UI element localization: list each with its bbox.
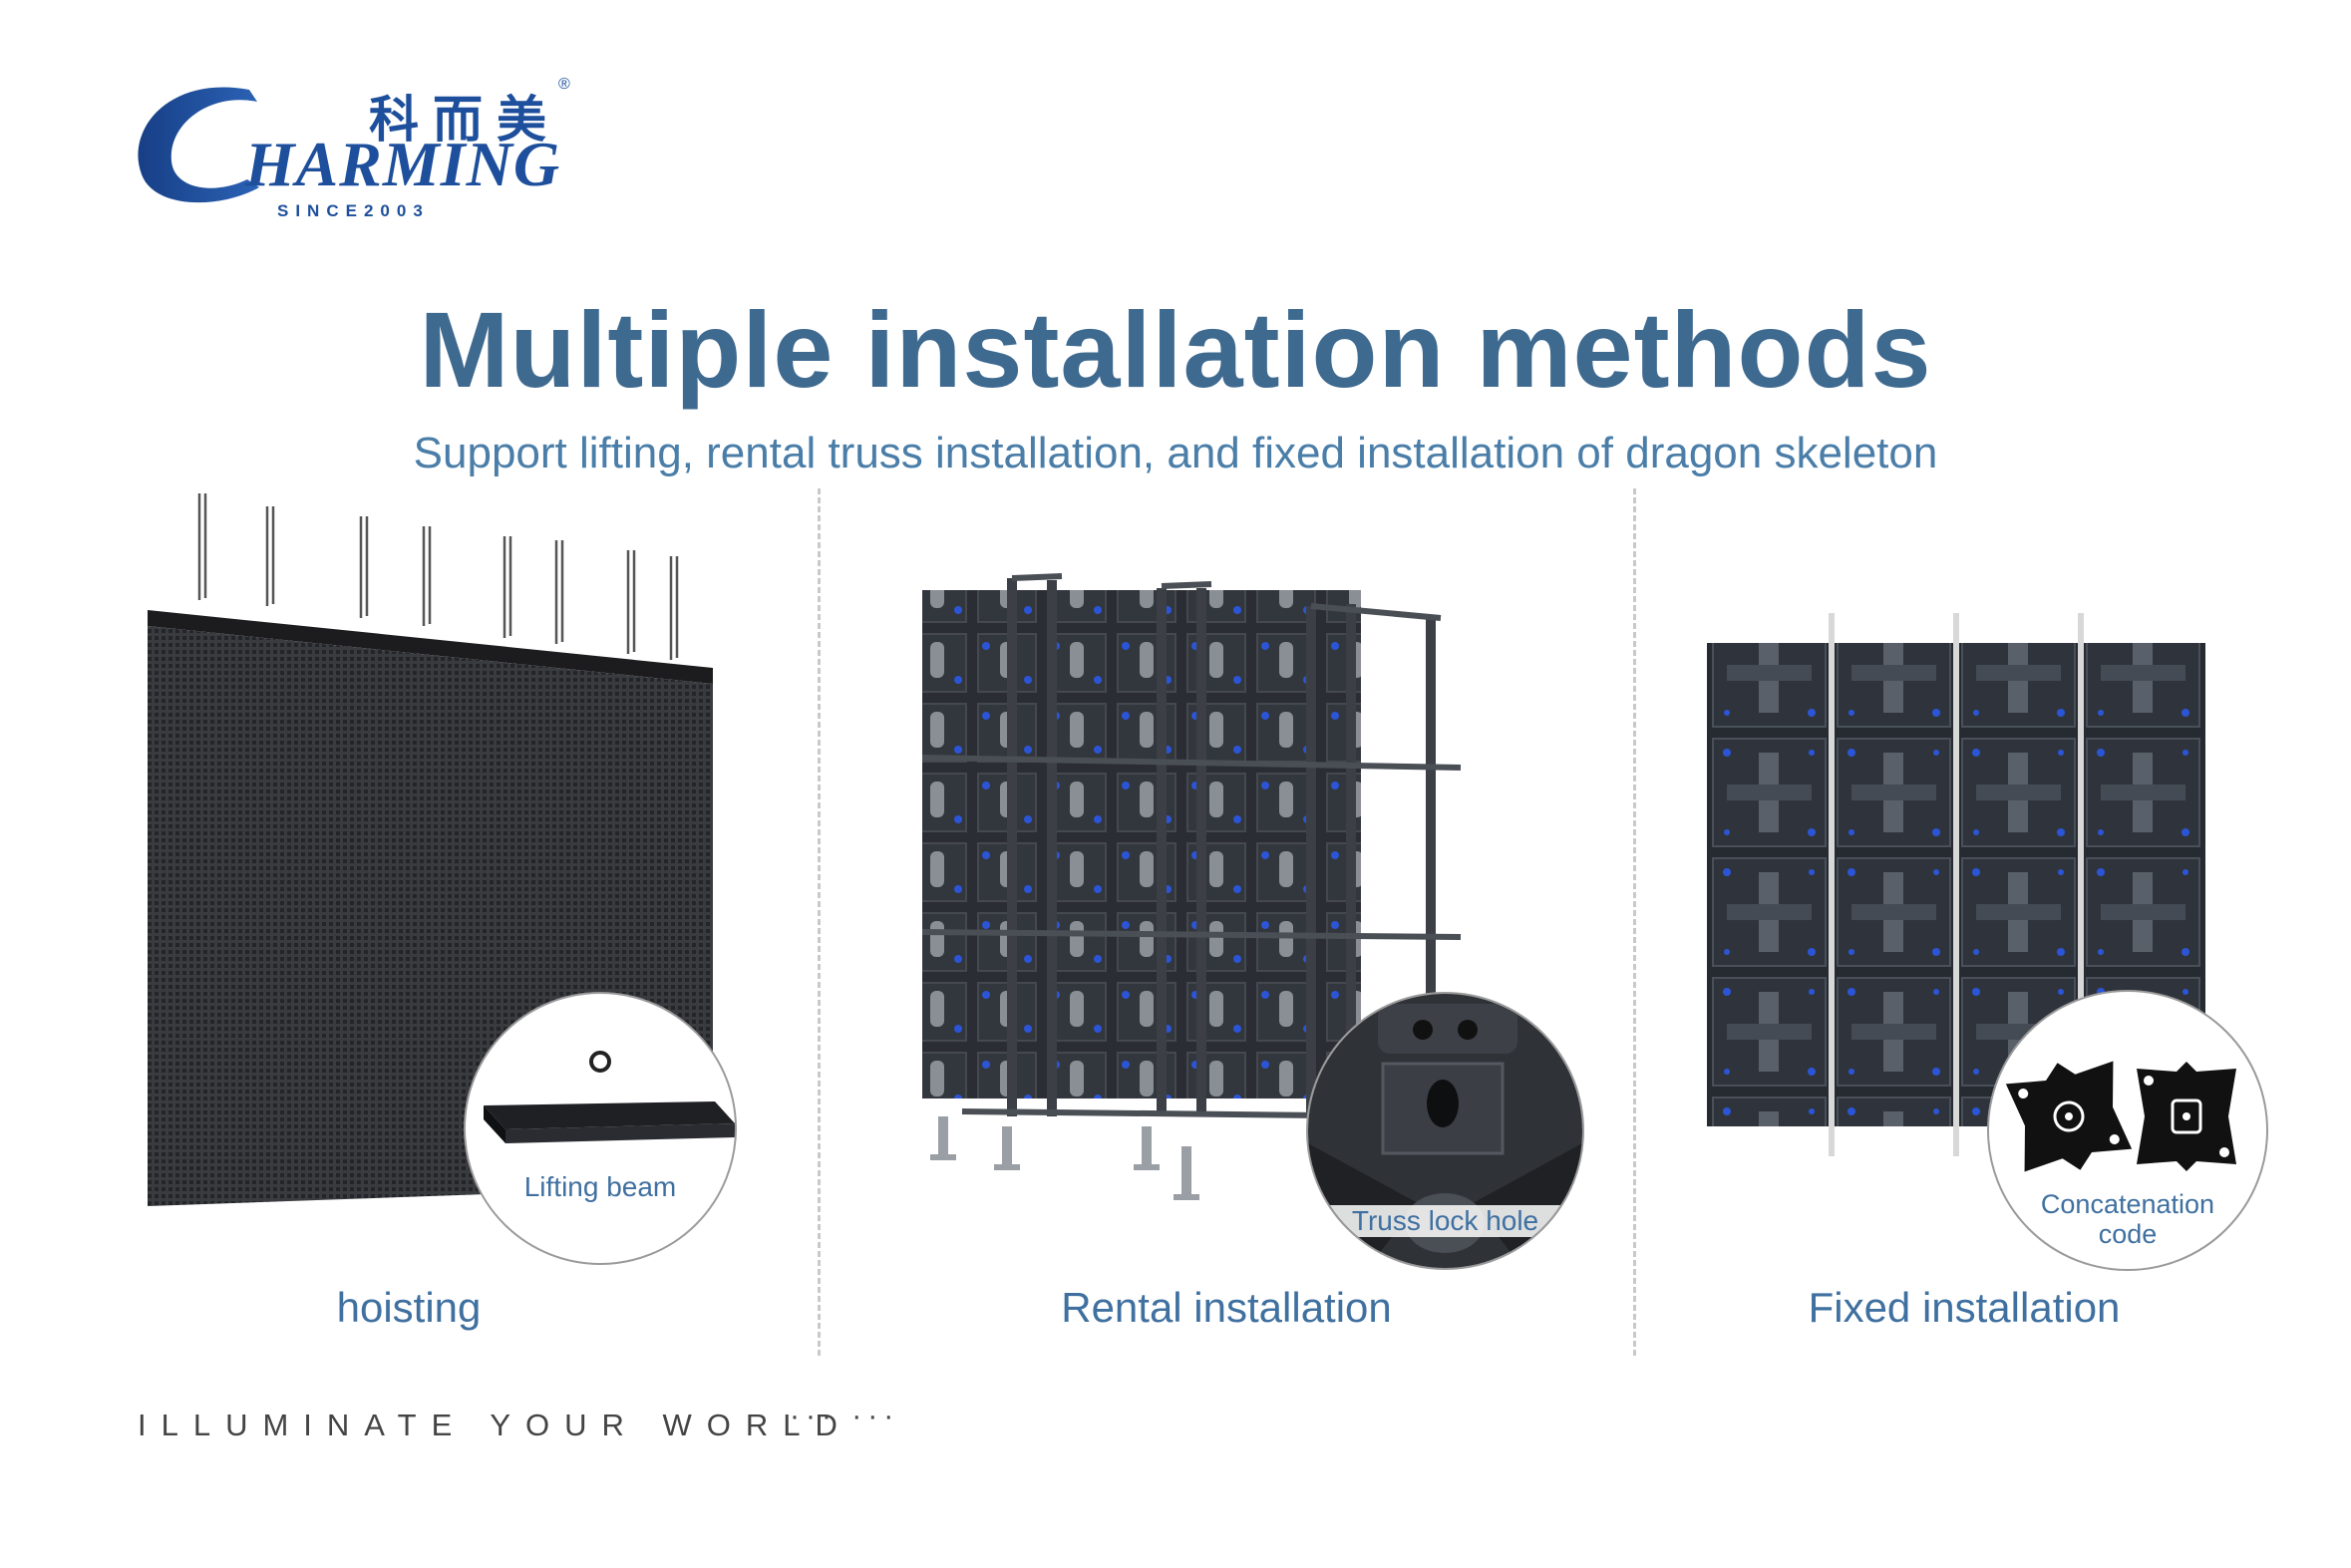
column-divider xyxy=(1633,488,1636,1356)
truss-lock-label: Truss lock hole xyxy=(1308,1205,1582,1237)
brand-logo: 科而美 ® CHARMING SINCE2003 xyxy=(130,70,598,229)
truss-lock-detail: Truss lock hole xyxy=(1306,992,1584,1270)
column-divider xyxy=(818,488,821,1356)
concatenation-plate-icon xyxy=(2005,1061,2236,1172)
caption-hoisting: hoisting xyxy=(336,1284,482,1331)
brand-since: SINCE2003 xyxy=(277,201,430,220)
lifting-beam-detail: Lifting beam xyxy=(464,992,737,1265)
page-title: Multiple installation methods xyxy=(419,289,1932,410)
brand-name-rest: HARMING xyxy=(244,129,561,199)
brand-chinese: 科而美 xyxy=(369,92,560,148)
lifting-beam-label: Lifting beam xyxy=(523,1171,677,1202)
concatenation-code-label: Concatenation code xyxy=(1989,1189,2266,1249)
caption-rental: Rental installation xyxy=(1061,1284,1392,1331)
registered-mark: ® xyxy=(558,76,570,93)
rental-truss-image xyxy=(921,573,1462,1200)
brand-name: CHARMING xyxy=(201,128,560,201)
page-subtitle: Support lifting, rental truss installati… xyxy=(413,429,1938,477)
caption-fixed: Fixed installation xyxy=(1808,1284,2121,1331)
footer-slogan: ILLUMINATE YOUR WORLD xyxy=(138,1408,852,1442)
lifting-beam-icon xyxy=(484,1051,735,1143)
concatenation-code-detail: Concatenation code xyxy=(1987,990,2268,1271)
concatenation-label-line1: Concatenation xyxy=(2040,1189,2215,1219)
concatenation-label-line2: code xyxy=(2098,1219,2158,1249)
charming-logo-graphic xyxy=(138,87,259,203)
rental-illustration xyxy=(902,558,1520,1216)
footer-dots: ··· ··· xyxy=(790,1400,900,1432)
